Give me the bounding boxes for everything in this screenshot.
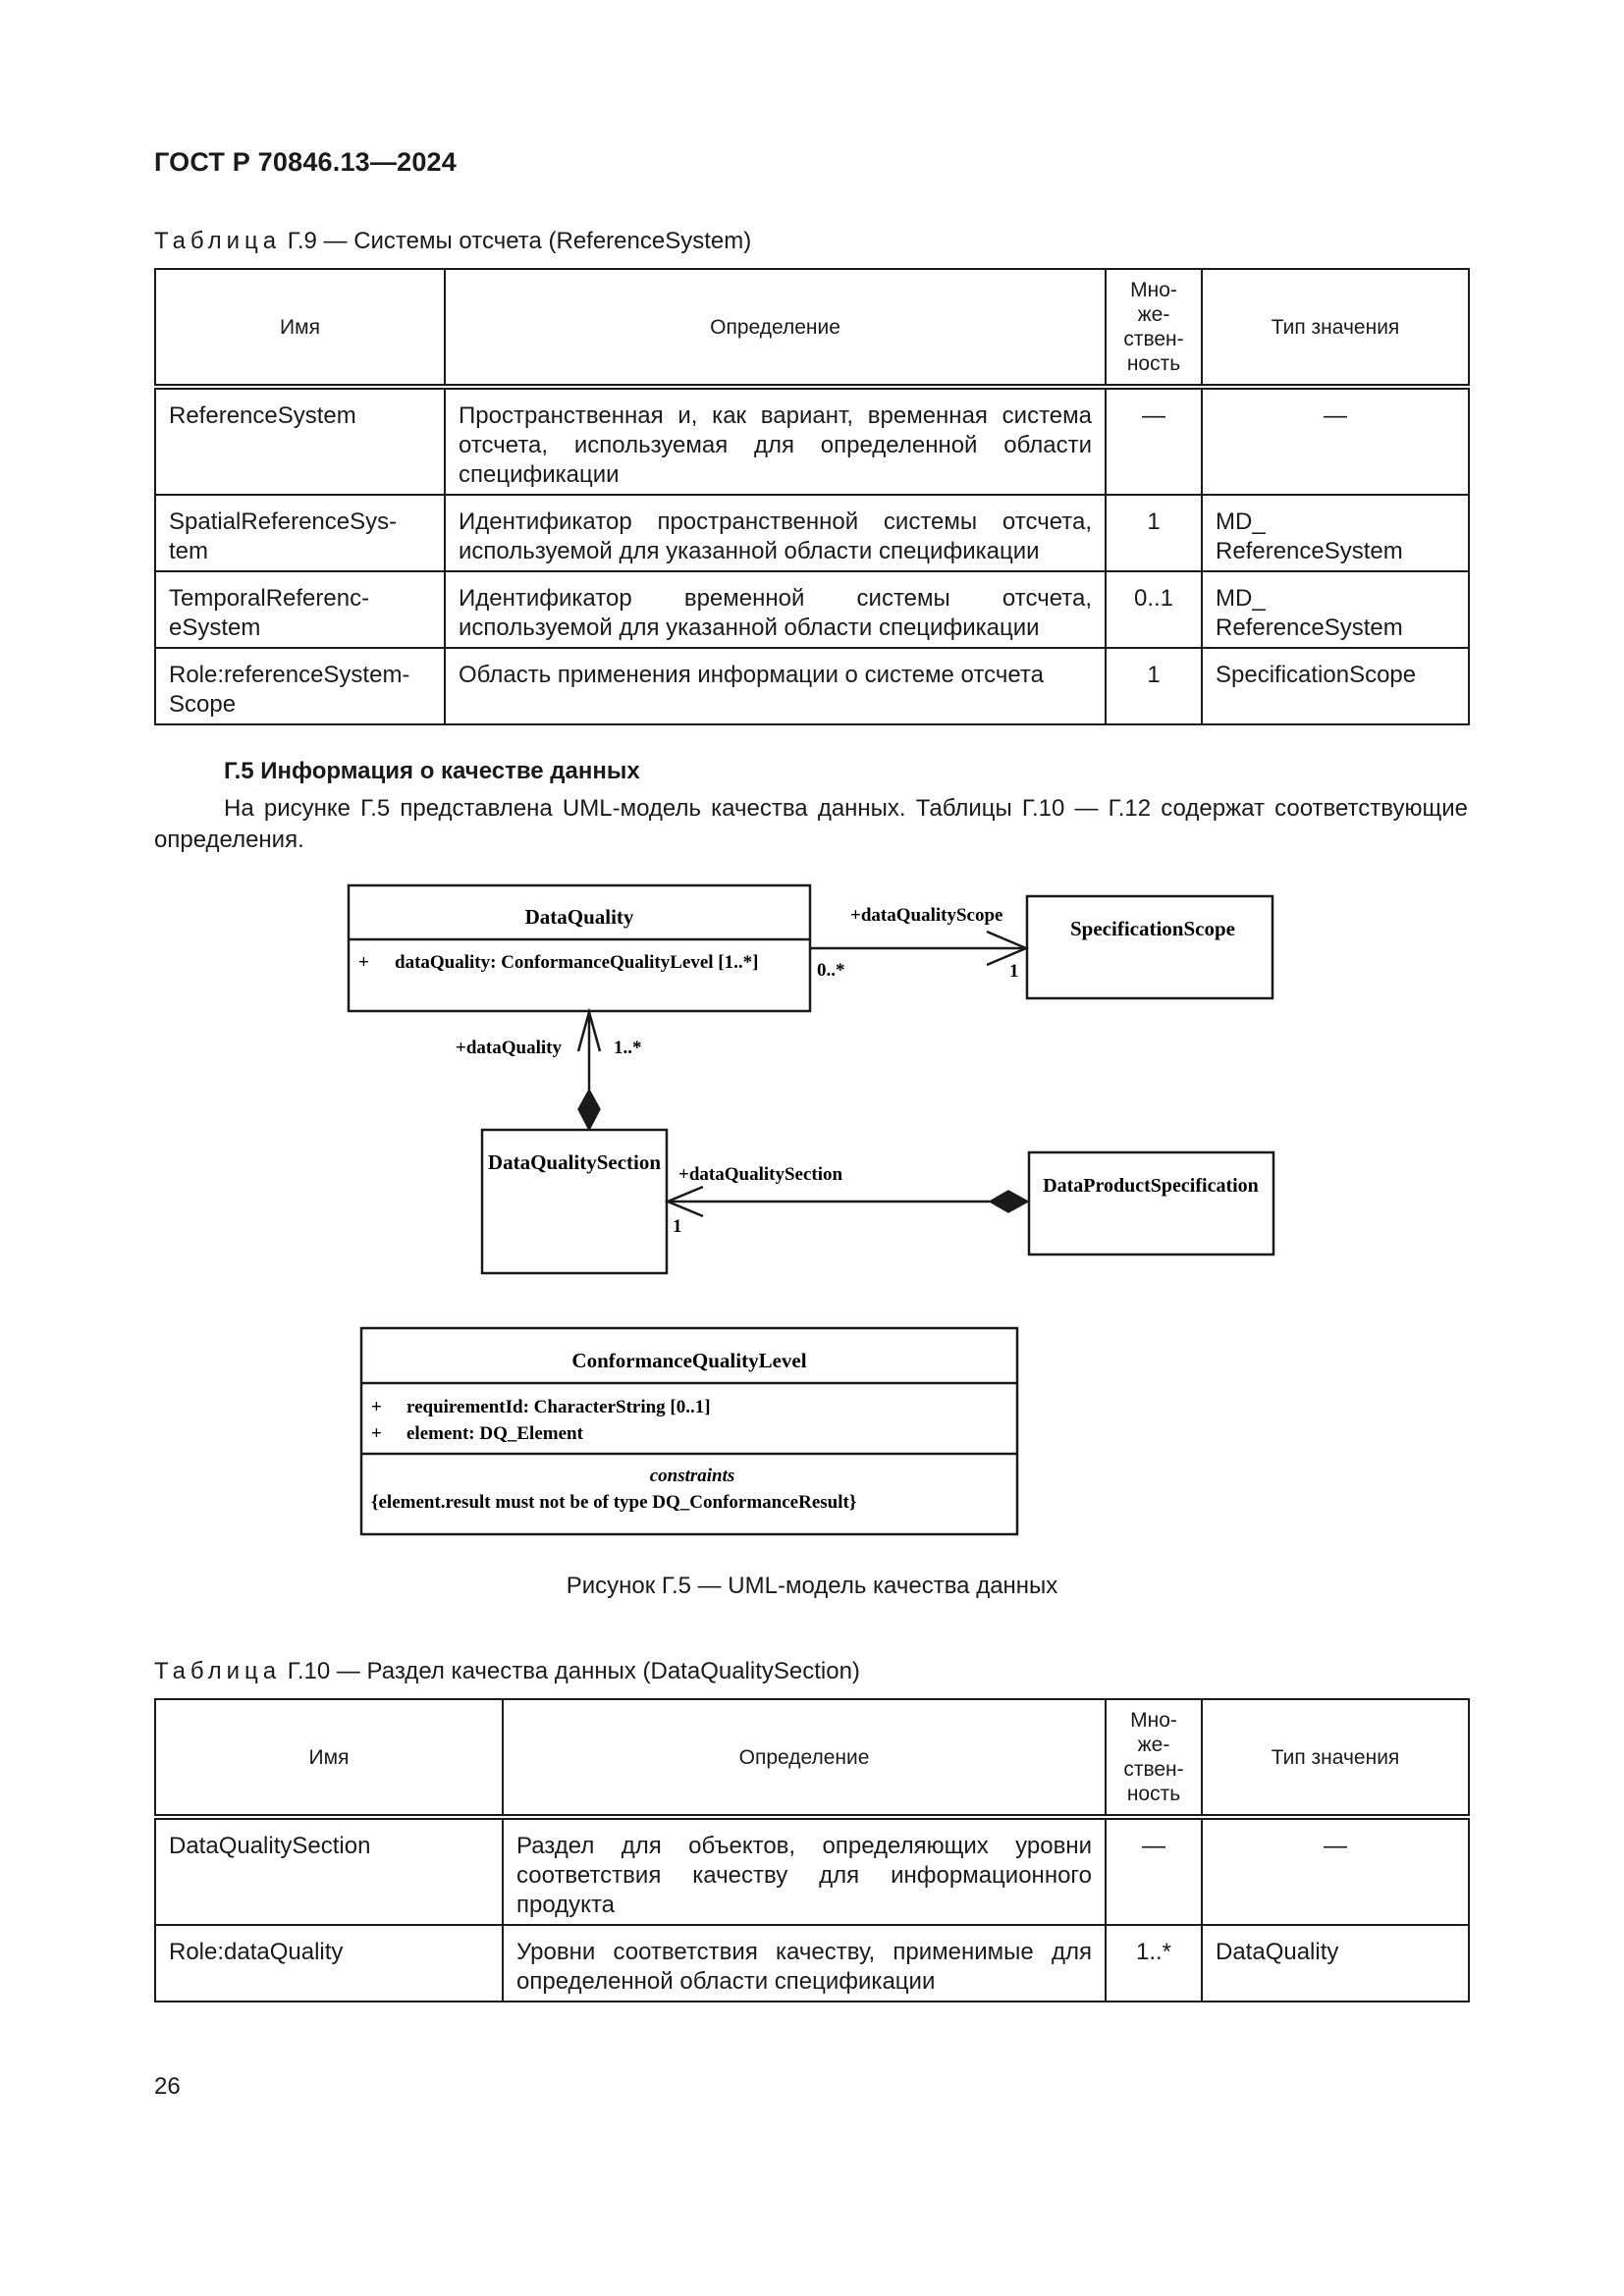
constraint-text: {element.result must not be of type DQ_C… [371,1492,856,1513]
table9-cell-type: SpecificationScope [1201,647,1470,725]
table-row: DataQualitySection Раздел для объектов, … [154,1816,1470,1926]
table10-col-multiplicity: Мно- же- ствен- ность [1105,1698,1203,1820]
table10-caption: Таблица Г.10 — Раздел качества данных (D… [154,1658,860,1685]
composition-data-quality-section: +dataQualitySection 1 [664,1164,1030,1237]
table9-cell-multiplicity: 0..1 [1105,570,1203,649]
table10-header-row: Имя Определение Мно- же- ствен- ность Ти… [154,1698,1470,1820]
table9-cell-name: ReferenceSystem [154,386,446,496]
table9-cell-definition: Область применения информации о системе … [444,647,1107,725]
table9-cell-name: SpatialReferenceSys- tem [154,494,446,572]
table9-col-multiplicity: Мно- же- ствен- ность [1105,268,1203,390]
table10-col-definition: Определение [502,1698,1107,1820]
table10-cell-multiplicity: — [1105,1816,1203,1926]
table9-header-row: Имя Определение Мно- же- ствен- ность Ти… [154,268,1470,390]
table9-cell-definition: Идентификатор пространственной системы о… [444,494,1107,572]
section-paragraph: На рисунке Г.5 представлена UML-модель к… [154,795,1468,853]
multiplicity-label: 1 [1009,961,1019,982]
table10-cell-definition: Раздел для объектов, определяющих уровни… [502,1816,1107,1926]
table9-caption-text: Г.9 — Системы отсчета (ReferenceSystem) [281,228,752,254]
document-header: ГОСТ Р 70846.13—2024 [154,147,457,177]
table9-cell-type: — [1201,386,1470,496]
table9-cell-multiplicity: — [1105,386,1203,496]
table10-cell-definition: Уровни соответствия качеству, применимые… [502,1924,1107,2002]
table9-cell-multiplicity: 1 [1105,647,1203,725]
table10-col-name: Имя [154,1698,504,1820]
role-label: +dataQualityScope [850,905,1002,926]
composition-data-quality: +dataQuality 1..* [456,1007,642,1132]
attr-visibility-marker: + [371,1397,382,1417]
class-conformance-quality-level: ConformanceQualityLevel + requirementId:… [359,1326,1019,1536]
class-name: DataQuality [525,905,634,929]
table-row: SpatialReferenceSys- tem Идентификатор п… [154,494,1470,572]
class-name: SpecificationScope [1070,917,1235,940]
class-name: DataQualitySection [488,1150,661,1174]
class-data-product-specification: DataProductSpecification [1027,1150,1275,1256]
section-title: Г.5 Информация о качестве данных [224,758,640,784]
table10-cell-name: Role:dataQuality [154,1924,504,2002]
table9-cell-name: Role:referenceSystem- Scope [154,647,446,725]
table9-cell-name: TemporalReferenc- eSystem [154,570,446,649]
table10-col-type: Тип значения [1201,1698,1470,1820]
uml-diagram: DataQuality + dataQuality: ConformanceQu… [347,883,1275,1536]
table10-cell-multiplicity: 1..* [1105,1924,1203,2002]
table10-caption-text: Г.10 — Раздел качества данных (DataQuali… [281,1658,860,1684]
class-attribute: dataQuality: ConformanceQualityLevel [1.… [395,952,758,973]
table9-cell-type: MD_ ReferenceSystem [1201,494,1470,572]
table-row: ReferenceSystem Пространственная и, как … [154,386,1470,496]
page-number: 26 [154,2073,181,2100]
multiplicity-label: 1 [673,1216,682,1237]
table10-caption-prefix: Таблица [154,1658,282,1684]
table-row: Role:dataQuality Уровни соответствия кач… [154,1924,1470,2002]
table10-cell-type: — [1201,1816,1470,1926]
role-label: +dataQuality [456,1038,562,1058]
table10: Имя Определение Мно- же- ствен- ность Ти… [154,1698,1470,2002]
role-label: +dataQualitySection [678,1164,842,1185]
figure-caption: Рисунок Г.5 — UML-модель качества данных [566,1573,1058,1599]
table9-cell-type: MD_ ReferenceSystem [1201,570,1470,649]
class-data-quality-section: DataQualitySection [480,1128,669,1275]
table-row: Role:referenceSystem- Scope Область прим… [154,647,1470,725]
table9-col-type: Тип значения [1201,268,1470,390]
table10-cell-type: DataQuality [1201,1924,1470,2002]
class-name: ConformanceQualityLevel [571,1349,806,1372]
table10-cell-name: DataQualitySection [154,1816,504,1926]
constraints-label: constraints [650,1466,735,1486]
association-data-quality-scope: +dataQualityScope 0..* 1 [810,905,1030,982]
multiplicity-label: 1..* [614,1038,642,1058]
table9: Имя Определение Мно- же- ствен- ность Ти… [154,268,1470,725]
table9-col-definition: Определение [444,268,1107,390]
class-data-quality: DataQuality + dataQuality: ConformanceQu… [347,883,812,1013]
attr-visibility-marker: + [358,952,369,973]
class-name: DataProductSpecification [1043,1175,1259,1197]
table9-cell-definition: Идентификатор временной системы отсчета,… [444,570,1107,649]
table9-caption-prefix: Таблица [154,228,282,254]
table9-cell-definition: Пространственная и, как вариант, временн… [444,386,1107,496]
attr-visibility-marker: + [371,1423,382,1444]
table9-col-name: Имя [154,268,446,390]
multiplicity-label: 0..* [817,960,845,981]
class-attribute: element: DQ_Element [406,1423,584,1444]
class-specification-scope: SpecificationScope [1025,894,1274,1000]
class-attribute: requirementId: CharacterString [0..1] [406,1397,711,1417]
table9-cell-multiplicity: 1 [1105,494,1203,572]
table-row: TemporalReferenc- eSystem Идентификатор … [154,570,1470,649]
table9-caption: Таблица Г.9 — Системы отсчета (Reference… [154,228,751,255]
